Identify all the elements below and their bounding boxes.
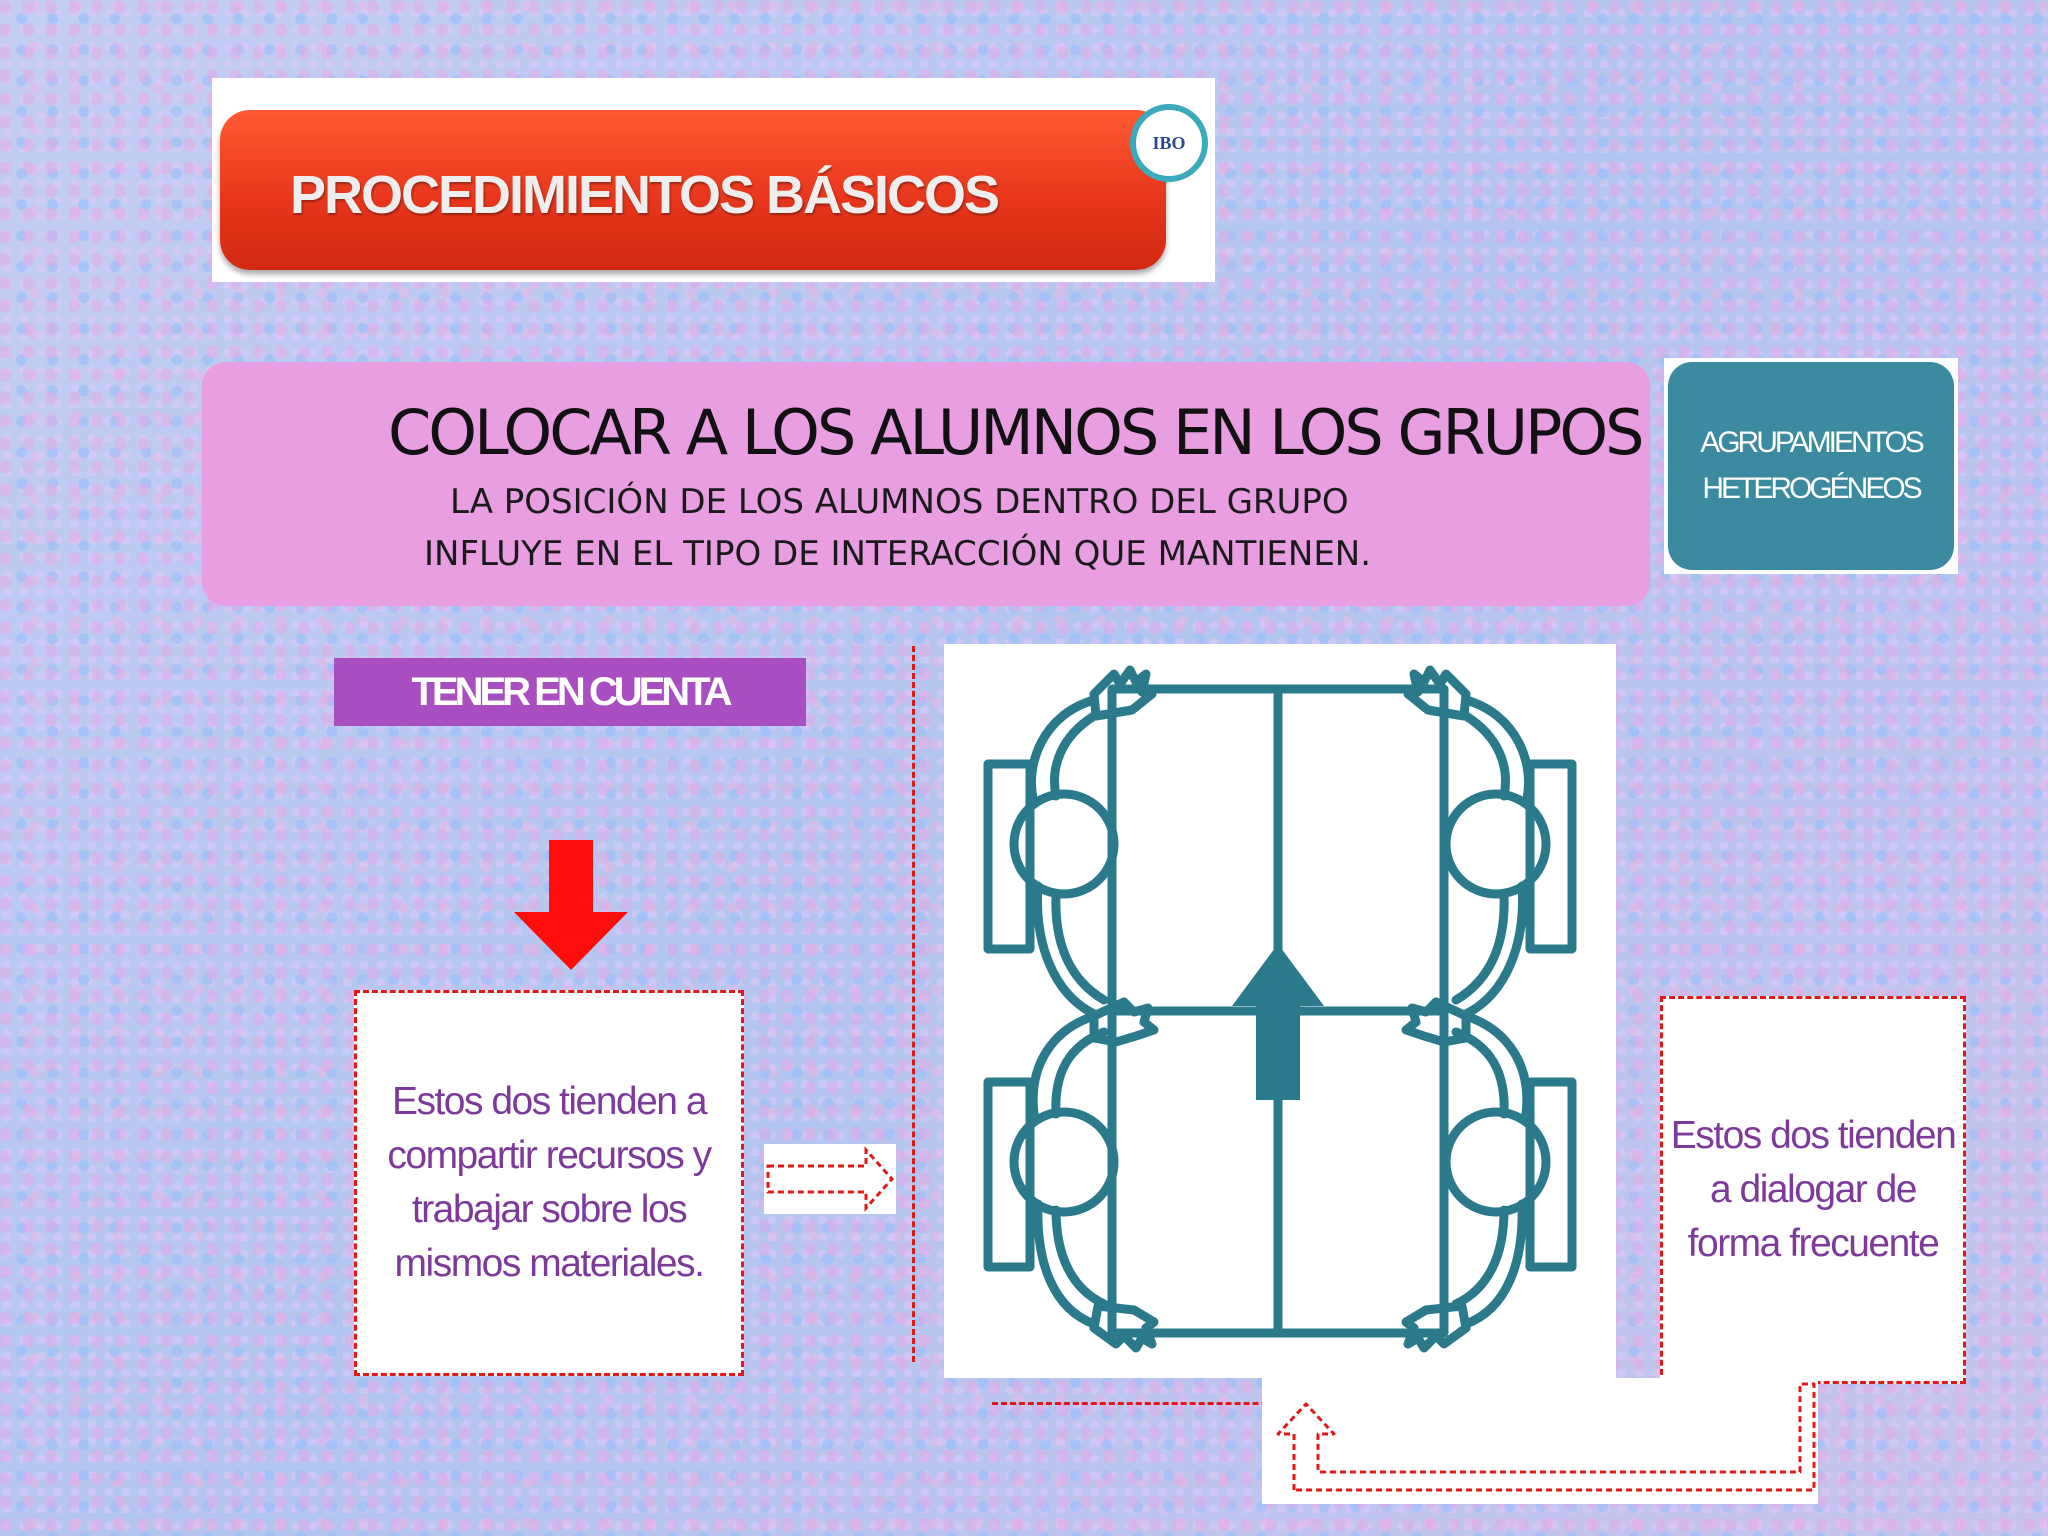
page-title: COLOCAR A LOS ALUMNOS EN LOS GRUPOS: [388, 396, 1645, 469]
hollow-right-arrow-icon: [764, 1144, 896, 1214]
subtitle-line-1: LA POSICIÓN DE LOS ALUMNOS DENTRO DEL GR…: [450, 482, 1349, 522]
table-seating-diagram: [944, 644, 1616, 1378]
side-box-line-2: HETEROGÉNEOS: [1702, 472, 1922, 505]
header-title: PROCEDIMIENTOS BÁSICOS: [289, 165, 1000, 225]
title-box: COLOCAR A LOS ALUMNOS EN LOS GRUPOS LA P…: [202, 362, 1650, 606]
down-arrow-icon: [514, 840, 628, 970]
vertical-divider: [912, 646, 915, 1362]
header-pill: [220, 110, 1166, 270]
left-note-text: Estos dos tienden a compartir recursos y…: [387, 1080, 712, 1285]
right-note-box: Estos dos tienden a dialogar de forma fr…: [1660, 996, 1966, 1384]
side-box-line-1: AGRUPAMIENTOS: [1700, 426, 1925, 459]
table-seating-icon: [983, 665, 1577, 1353]
side-box: AGRUPAMIENTOS HETEROGÉNEOS: [1668, 362, 1954, 570]
section-label: TENER EN CUENTA: [334, 658, 806, 726]
hollow-up-arrow-icon: [1276, 1382, 1816, 1492]
left-note-box: Estos dos tienden a compartir recursos y…: [354, 990, 744, 1376]
subtitle-line-2: INFLUYE EN EL TIPO DE INTERACCIÓN QUE MA…: [424, 534, 1372, 574]
right-note-text: Estos dos tienden a dialogar de forma fr…: [1670, 1114, 1957, 1265]
side-box-frame: AGRUPAMIENTOS HETEROGÉNEOS: [1664, 358, 1958, 574]
logo-badge: IBO: [1130, 104, 1208, 182]
header-banner: PROCEDIMIENTOS BÁSICOS IBO: [212, 78, 1215, 282]
